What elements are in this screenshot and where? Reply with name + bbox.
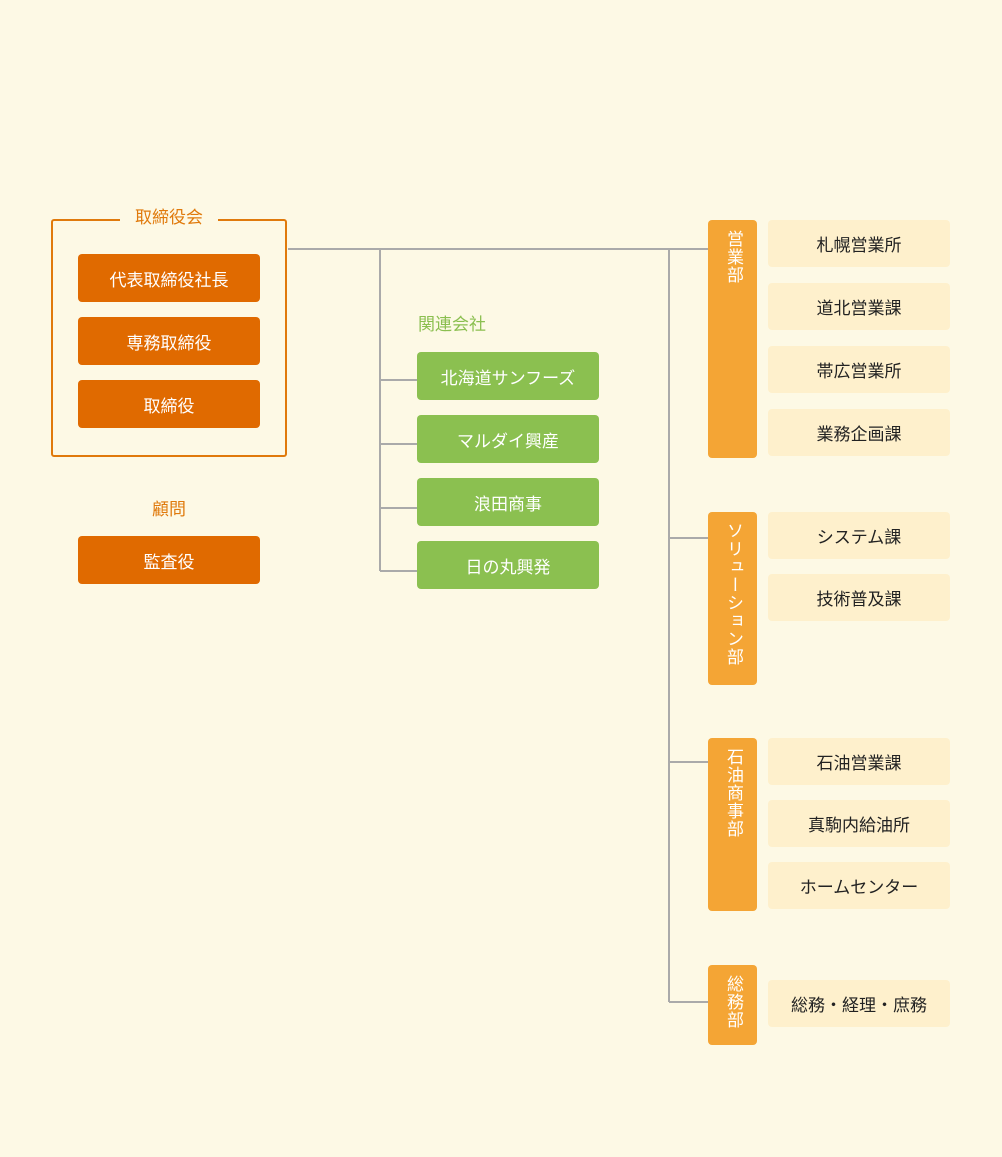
- department-solutions: ソリューション部: [708, 512, 757, 685]
- board-member: 取締役: [78, 380, 260, 428]
- advisor-member: 監査役: [78, 536, 260, 584]
- affiliate-company: 北海道サンフーズ: [417, 352, 599, 400]
- board-title: 取締役会: [120, 206, 218, 230]
- affiliate-company: 浪田商事: [417, 478, 599, 526]
- section-box: 帯広営業所: [768, 346, 950, 393]
- section-box: ホームセンター: [768, 862, 950, 909]
- department-label: 石油商事部: [723, 748, 743, 838]
- department-label: 営業部: [723, 230, 743, 284]
- affiliate-company: 日の丸興発: [417, 541, 599, 589]
- section-box: 真駒内給油所: [768, 800, 950, 847]
- section-box: 札幌営業所: [768, 220, 950, 267]
- department-petroleum: 石油商事部: [708, 738, 757, 911]
- advisor-title: 顧問: [152, 500, 186, 520]
- section-box: 道北営業課: [768, 283, 950, 330]
- board-member: 専務取締役: [78, 317, 260, 365]
- section-box: 石油営業課: [768, 738, 950, 785]
- section-box: 総務・経理・庶務: [768, 980, 950, 1027]
- affiliates-title: 関連会社: [418, 315, 486, 335]
- department-sales: 営業部: [708, 220, 757, 458]
- department-label: 総務部: [723, 975, 743, 1029]
- department-general-affairs: 総務部: [708, 965, 757, 1045]
- department-label: ソリューション部: [723, 522, 743, 666]
- section-box: 業務企画課: [768, 409, 950, 456]
- affiliate-company: マルダイ興産: [417, 415, 599, 463]
- section-box: 技術普及課: [768, 574, 950, 621]
- section-box: システム課: [768, 512, 950, 559]
- board-member: 代表取締役社長: [78, 254, 260, 302]
